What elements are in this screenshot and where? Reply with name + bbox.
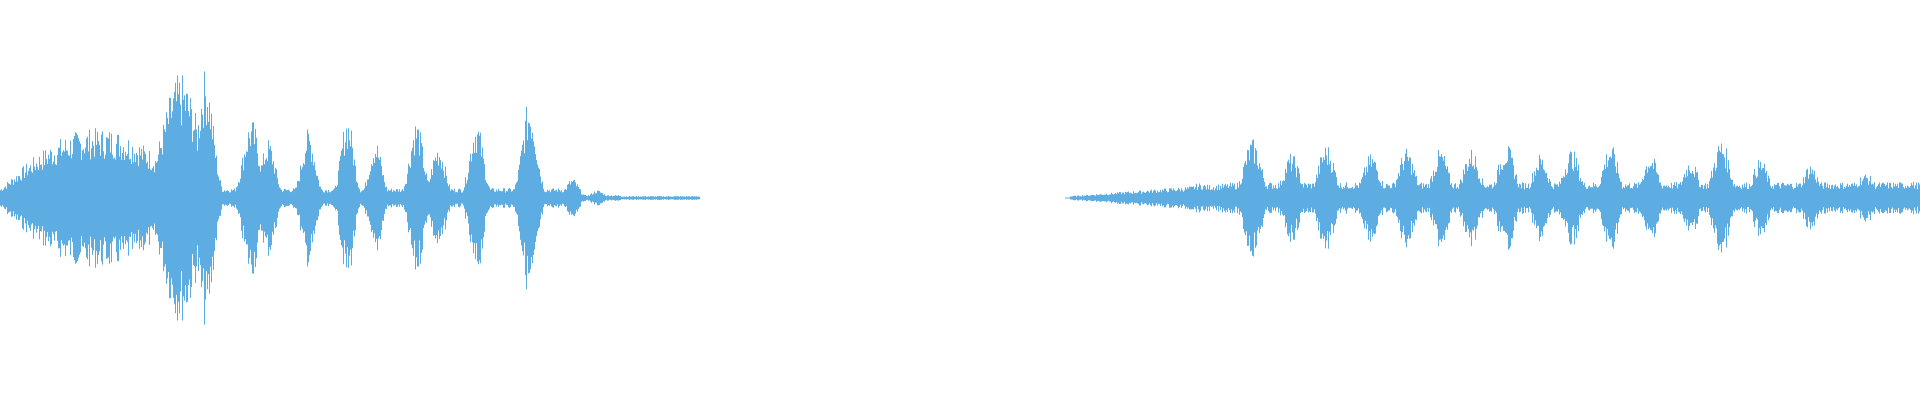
waveform-bars (0, 71, 1920, 325)
